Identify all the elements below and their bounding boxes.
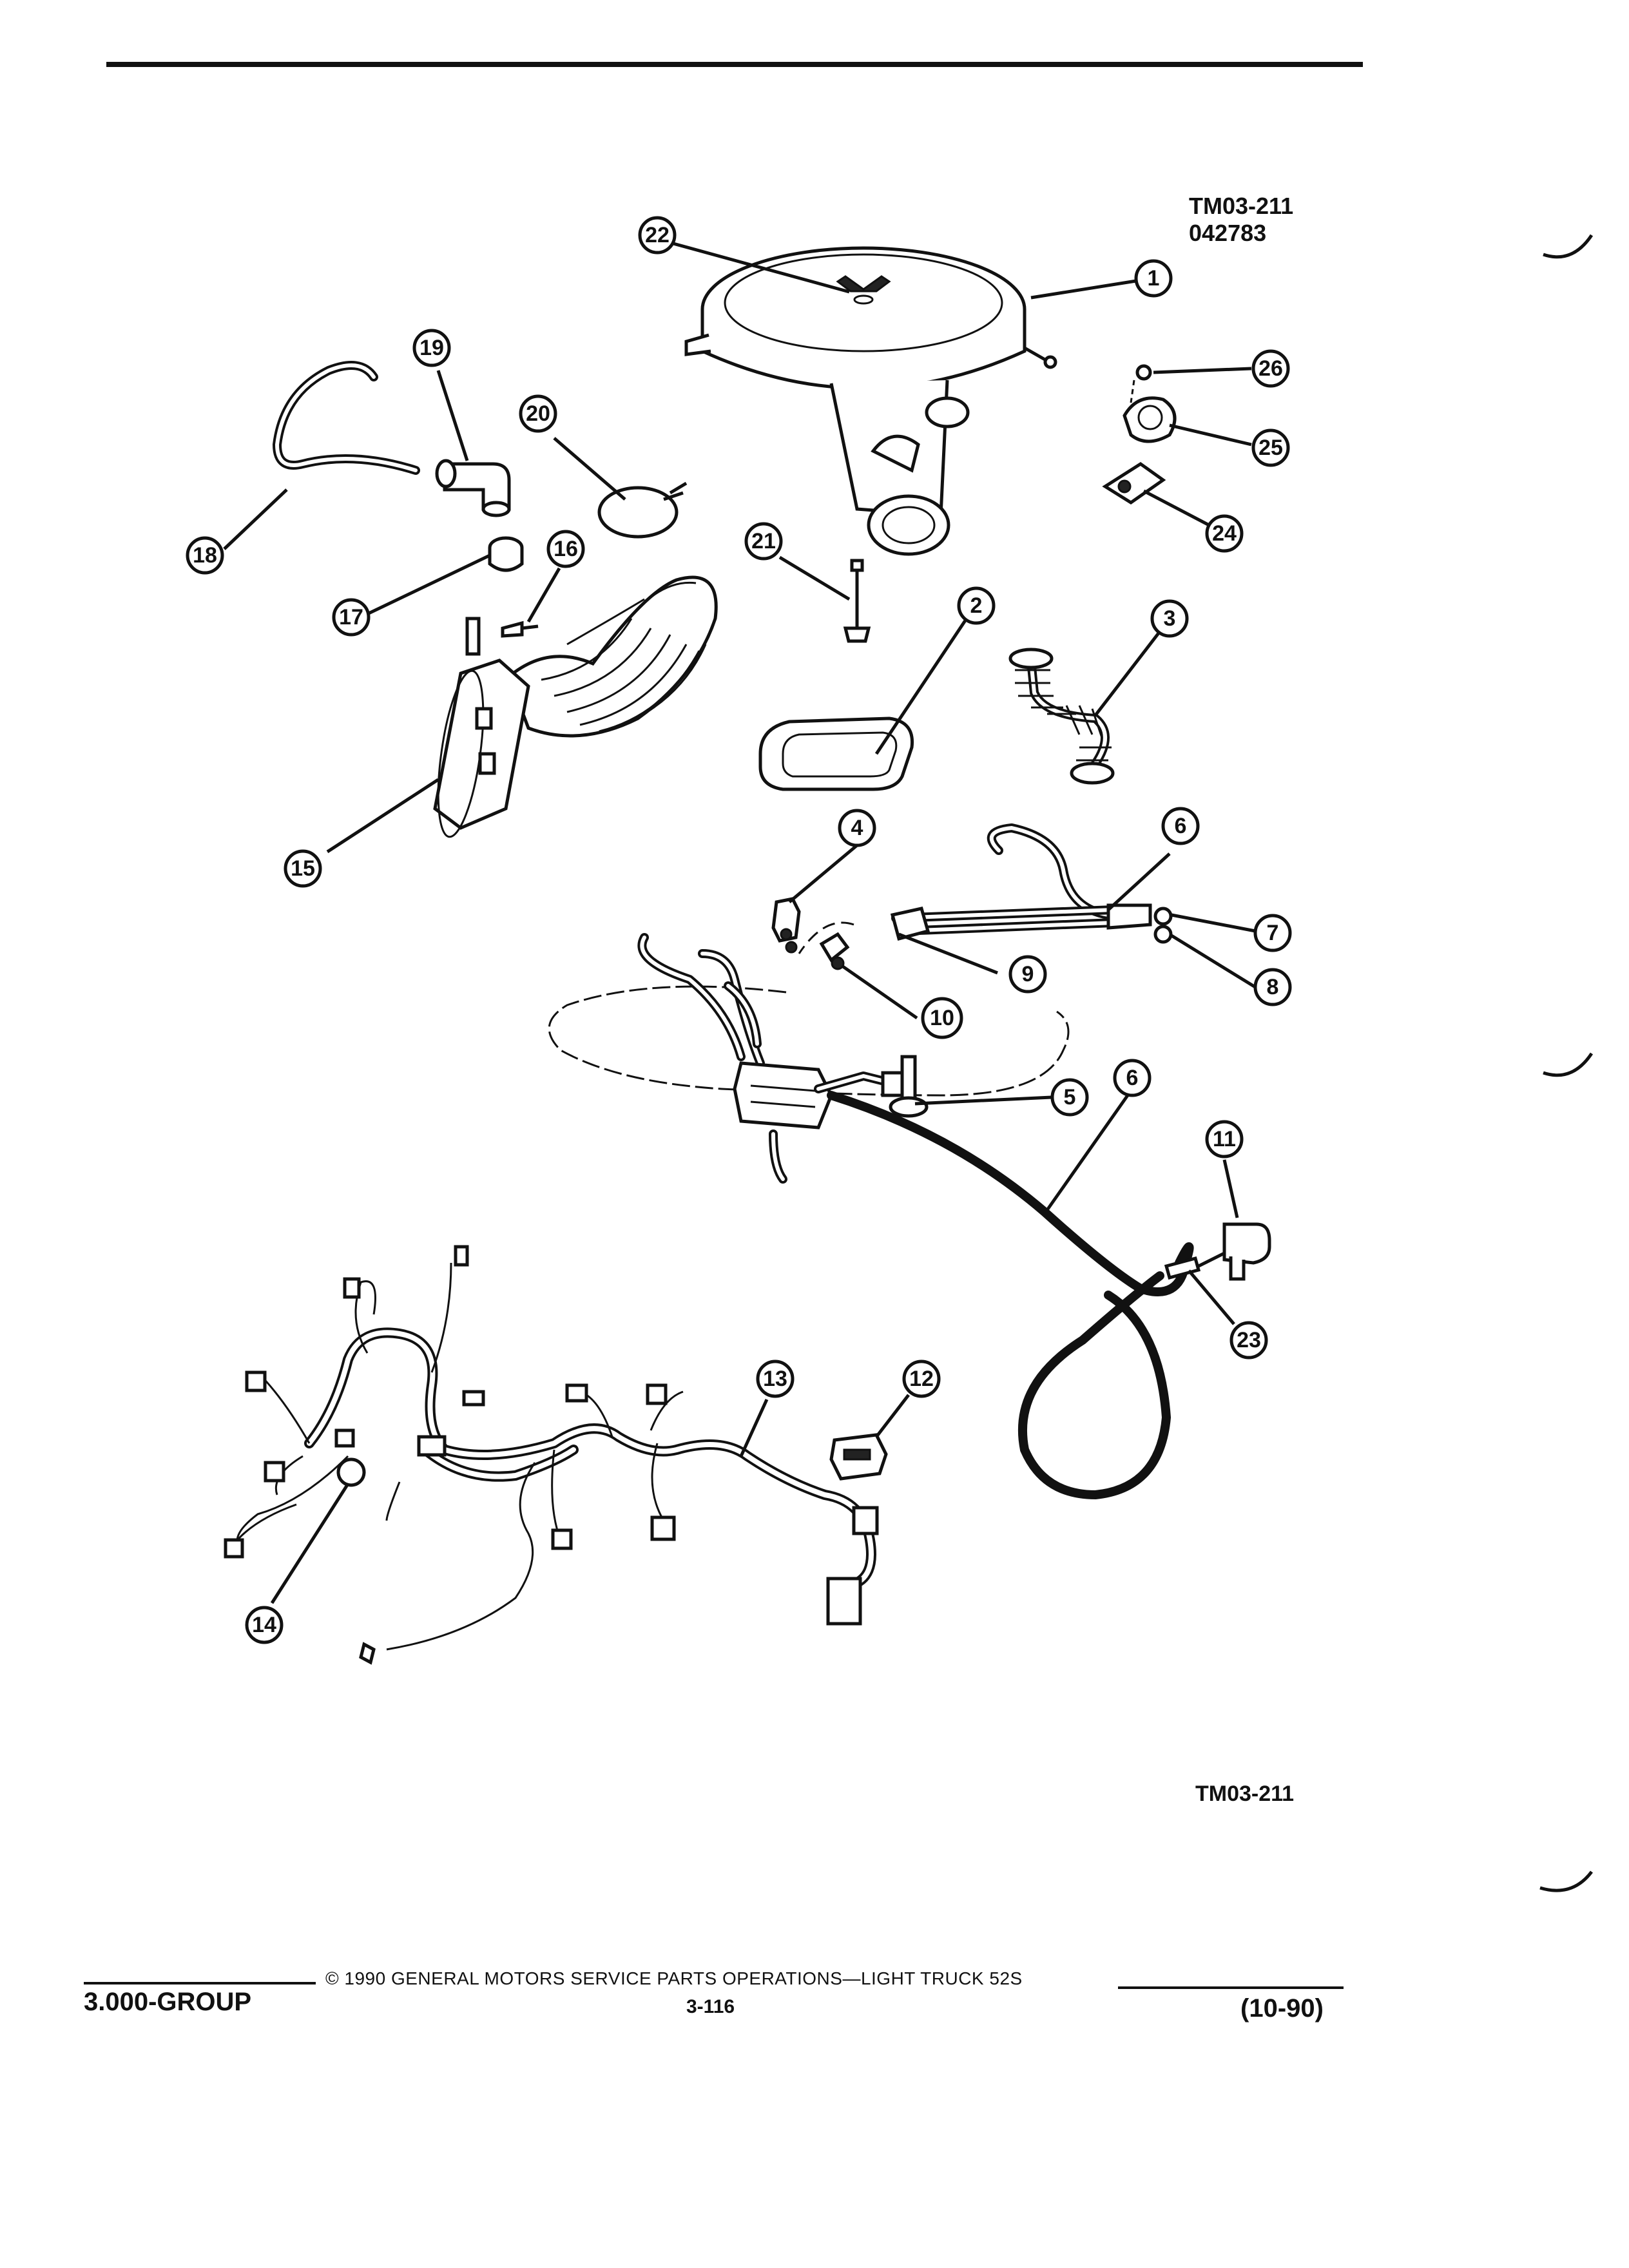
svg-text:21: 21 — [751, 529, 776, 553]
callout-16: 16 — [546, 530, 585, 568]
callout-25: 25 — [1251, 428, 1290, 467]
svg-text:13: 13 — [763, 1367, 787, 1391]
callout-8: 8 — [1253, 968, 1292, 1006]
svg-text:10: 10 — [930, 1006, 954, 1030]
footer-revision: (10-90) — [1240, 1994, 1324, 2023]
margin-mark — [1543, 234, 1594, 259]
svg-text:9: 9 — [1022, 962, 1034, 986]
callout-20: 20 — [519, 394, 557, 433]
footer-copyright: © 1990 GENERAL MOTORS SERVICE PARTS OPER… — [325, 1968, 1023, 1988]
callout-24: 24 — [1205, 514, 1244, 553]
wiring-harness — [224, 1245, 888, 1665]
elbow-fitting — [435, 459, 511, 517]
figure-code-bottom: TM03-211 — [1195, 1782, 1295, 1806]
svg-text:7: 7 — [1267, 921, 1279, 945]
callout-26: 26 — [1251, 349, 1290, 388]
svg-text:17: 17 — [339, 605, 363, 629]
svg-text:19: 19 — [419, 336, 444, 360]
callout-23: 23 — [1229, 1321, 1268, 1360]
callout-11: 11 — [1205, 1120, 1244, 1158]
callout-10: 10 — [921, 997, 963, 1039]
air-duct — [433, 575, 718, 838]
svg-text:2: 2 — [970, 593, 983, 618]
grommet — [488, 536, 524, 572]
screw — [501, 620, 539, 638]
svg-text:3: 3 — [1164, 606, 1176, 631]
svg-text:16: 16 — [554, 537, 578, 561]
callout-2: 2 — [957, 586, 996, 625]
svg-text:22: 22 — [645, 223, 670, 247]
svg-text:14: 14 — [252, 1613, 276, 1637]
svg-text:11: 11 — [1213, 1127, 1236, 1151]
hose-clamp — [597, 481, 688, 539]
corrugated-hose — [1008, 648, 1115, 785]
callout-14: 14 — [245, 1606, 284, 1644]
callout-1: 1 — [1134, 259, 1173, 298]
svg-text:8: 8 — [1267, 975, 1279, 999]
callout-6b: 6 — [1113, 1059, 1152, 1097]
svg-text:25: 25 — [1258, 436, 1283, 460]
svg-text:5: 5 — [1064, 1085, 1076, 1110]
callout-17: 17 — [332, 598, 371, 637]
svg-text:23: 23 — [1237, 1328, 1261, 1352]
callout-9: 9 — [1008, 955, 1047, 994]
svg-text:20: 20 — [526, 401, 550, 426]
callout-5: 5 — [1050, 1078, 1089, 1117]
callout-19: 19 — [412, 329, 451, 367]
callout-4: 4 — [838, 809, 876, 847]
figure-code-top: TM03-211 — [1189, 193, 1294, 219]
svg-text:6: 6 — [1126, 1066, 1139, 1090]
svg-text:1: 1 — [1148, 266, 1160, 291]
svg-text:4: 4 — [851, 816, 863, 840]
leader-lines — [223, 242, 1257, 1604]
bent-hose — [273, 361, 420, 475]
svg-text:15: 15 — [291, 856, 315, 881]
svg-text:12: 12 — [909, 1367, 934, 1391]
footer-group: 3.000-GROUP — [84, 1988, 252, 2016]
gasket — [758, 716, 914, 791]
footer-page-number: 3-116 — [686, 1996, 735, 2017]
margin-mark — [1539, 1870, 1593, 1892]
callout-6: 6 — [1161, 807, 1200, 845]
valve-assembly — [1102, 364, 1177, 505]
callout-21: 21 — [744, 522, 783, 561]
callout-13: 13 — [756, 1360, 795, 1398]
callout-3: 3 — [1150, 599, 1189, 638]
svg-text:6: 6 — [1175, 814, 1187, 838]
air-cleaner-assembly — [684, 246, 1057, 556]
callout-22: 22 — [638, 216, 677, 255]
callout-15: 15 — [284, 849, 322, 888]
svg-text:18: 18 — [193, 543, 217, 568]
callout-18: 18 — [186, 536, 224, 575]
callout-7: 7 — [1253, 914, 1292, 952]
margin-mark — [1543, 1052, 1594, 1077]
vacuum-hoses — [548, 823, 1271, 1499]
svg-text:24: 24 — [1212, 521, 1237, 546]
figure-date-code: 042783 — [1189, 220, 1267, 246]
callout-12: 12 — [902, 1360, 941, 1398]
stud-bolt — [843, 559, 871, 643]
svg-text:26: 26 — [1258, 356, 1283, 381]
